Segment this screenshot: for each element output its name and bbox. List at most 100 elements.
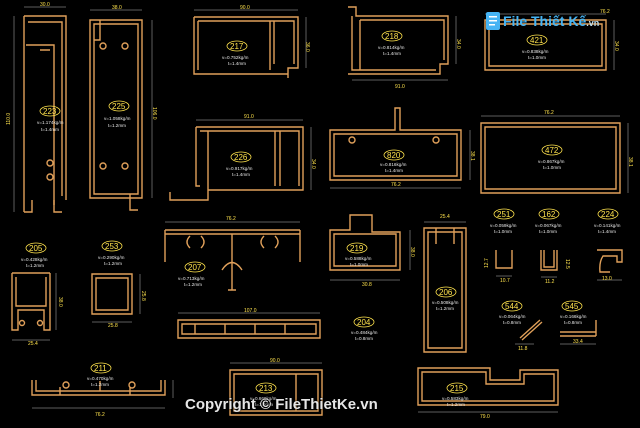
dim-226-height: 34.0 [310,159,316,169]
copyright-watermark: Copyright © FileThietKe.vn [185,396,378,413]
spec-207-weight: v=0.713kg/m [178,276,205,281]
code-253: 253 [105,242,119,251]
spec-211-thickness: t=1.2mm [91,382,109,387]
dim-204-width: 107.0 [244,308,257,314]
profile-219: 30.8 38.0 219 v=0.588kg/m t=1.0mm [329,214,415,288]
spec-253-weight: v=0.290kg/m [98,255,125,260]
code-217: 217 [230,42,244,51]
dim-224-width: 13.0 [602,276,612,282]
spec-215-thickness: t=1.2mm [447,402,465,407]
spec-251-weight: v=0.059kg/m [490,223,517,228]
profile-223: 30.0 110.0 223 v=1.174kg/m t=1.4mm [6,2,67,213]
dim-226-width: 91.0 [244,114,254,120]
spec-545-weight: v=0.166kg/m [560,314,587,319]
spec-223-thickness: t=1.4mm [41,127,59,132]
dim-421-width: 76.2 [600,9,610,15]
dim-251-height: 12.7 [484,258,490,268]
spec-223-weight: v=1.174kg/m [37,120,64,125]
spec-225-weight: v=1.058kg/m [104,116,131,121]
dim-218-height: 34.0 [455,39,461,49]
dim-205-width: 25.4 [28,341,38,347]
profile-421: 76.2 34.0 421 v=0.838kg/m t=1.0mm [484,9,619,71]
profile-251: 10.7 12.7 251 v=0.059kg/m t=1.0mm [484,208,517,284]
profile-253: 25.8 25.8 253 v=0.290kg/m t=1.2mm [91,240,146,329]
profile-211: 76.2 211 v=0.470kg/m t=1.2mm [31,362,174,418]
spec-224-weight: v=0.141kg/m [594,223,621,228]
dim-218-width: 91.0 [395,84,405,90]
profile-207: 76.2 207 v=0.713kg/m t=1.2mm [164,216,301,291]
spec-217-thickness: t=1.4mm [228,61,246,66]
code-218: 218 [385,32,399,41]
profile-162: 11.2 12.5 162 v=0.067kg/m t=1.0mm [535,208,570,285]
brand-title: File Thiết Kế [503,13,587,29]
spec-215-weight: v=0.583kg/m [442,396,469,401]
code-224: 224 [601,210,615,219]
spec-218-thickness: t=1.4mm [383,51,401,56]
dim-820-height: 38.1 [469,151,475,161]
spec-253-thickness: t=1.2mm [104,261,122,266]
code-215: 215 [450,384,464,393]
dim-217-width: 90.0 [240,5,250,11]
dim-162-width: 11.2 [545,279,555,285]
profile-545: 33.4 545 v=0.166kg/m t=0.8mm [560,300,597,345]
profile-544: 11.8 544 v=0.064kg/m t=0.8mm [499,300,543,352]
code-162: 162 [542,210,556,219]
spec-162-weight: v=0.067kg/m [535,223,562,228]
spec-544-weight: v=0.064kg/m [499,314,526,319]
spec-211-weight: v=0.470kg/m [87,376,114,381]
dim-219-width: 30.8 [362,282,372,288]
spec-205-thickness: t=1.2mm [26,263,44,268]
profile-472: 76.2 38.1 472 v=0.867kg/m t=1.0mm [480,110,633,194]
code-213: 213 [259,384,273,393]
profile-218: 91.0 34.0 218 v=0.814kg/m t=1.4mm [348,6,461,90]
spec-820-thickness: t=1.4mm [385,168,403,173]
spec-213-weight: v=0.660kg/m [250,396,277,401]
spec-421-weight: v=0.838kg/m [522,49,549,54]
spec-219-weight: v=0.588kg/m [345,256,372,261]
dim-472-height: 38.1 [627,157,633,167]
profile-205: 25.4 38.0 205 v=0.428kg/m t=1.2mm [11,242,63,347]
profile-217: 90.0 36.0 217 v=0.752kg/m t=1.4mm [193,5,310,78]
dim-225-width: 38.0 [112,5,122,11]
dim-213-width: 90.0 [270,358,280,364]
spec-226-thickness: t=1.4mm [232,172,250,177]
profile-820: 76.2 38.1 820 v=0.816kg/m t=1.4mm [329,107,475,189]
code-251: 251 [497,210,511,219]
code-820: 820 [387,151,401,160]
spec-217-weight: v=0.752kg/m [222,55,249,60]
code-211: 211 [94,364,107,373]
spec-251-thickness: t=1.0mm [494,229,512,234]
spec-206-thickness: t=1.2mm [436,306,454,311]
dim-217-height: 36.0 [304,42,310,52]
dim-225-height: 106.0 [151,107,157,120]
dim-223-height: 110.0 [6,113,12,125]
dim-545-width: 33.4 [573,339,583,345]
code-472: 472 [545,146,559,155]
code-226: 226 [234,153,248,162]
dim-223-width: 30.0 [40,2,50,8]
spec-544-thickness: t=0.8mm [503,320,521,325]
spec-204-thickness: t=0.8mm [355,336,373,341]
spec-545-thickness: t=0.8mm [564,320,582,325]
spec-162-thickness: t=1.0mm [539,229,557,234]
profile-215: 79.0 215 v=0.583kg/m t=1.2mm [417,367,559,420]
brand-logo-icon [486,12,500,30]
profile-204: 107.0 204 v=0.484kg/m t=0.8mm [177,308,378,341]
dim-207-width: 76.2 [226,216,236,222]
code-219: 219 [350,244,364,253]
dim-472-width: 76.2 [544,110,554,116]
code-544: 544 [505,302,519,311]
dim-162-height: 12.5 [564,259,570,269]
profile-213: 90.0 213 v=0.660kg/m t=1.0mm [229,358,323,416]
dim-251-width: 10.7 [500,278,510,284]
spec-472-thickness: t=1.0mm [543,165,561,170]
spec-218-weight: v=0.814kg/m [378,45,405,50]
dim-205-height: 38.0 [57,297,63,307]
spec-472-weight: v=0.867kg/m [538,159,565,164]
code-206: 206 [439,288,453,297]
brand-name: File Thiết Kế.vn [503,13,599,29]
spec-206-weight: v=0.508kg/m [432,300,459,305]
dim-820-width: 76.2 [391,182,401,188]
